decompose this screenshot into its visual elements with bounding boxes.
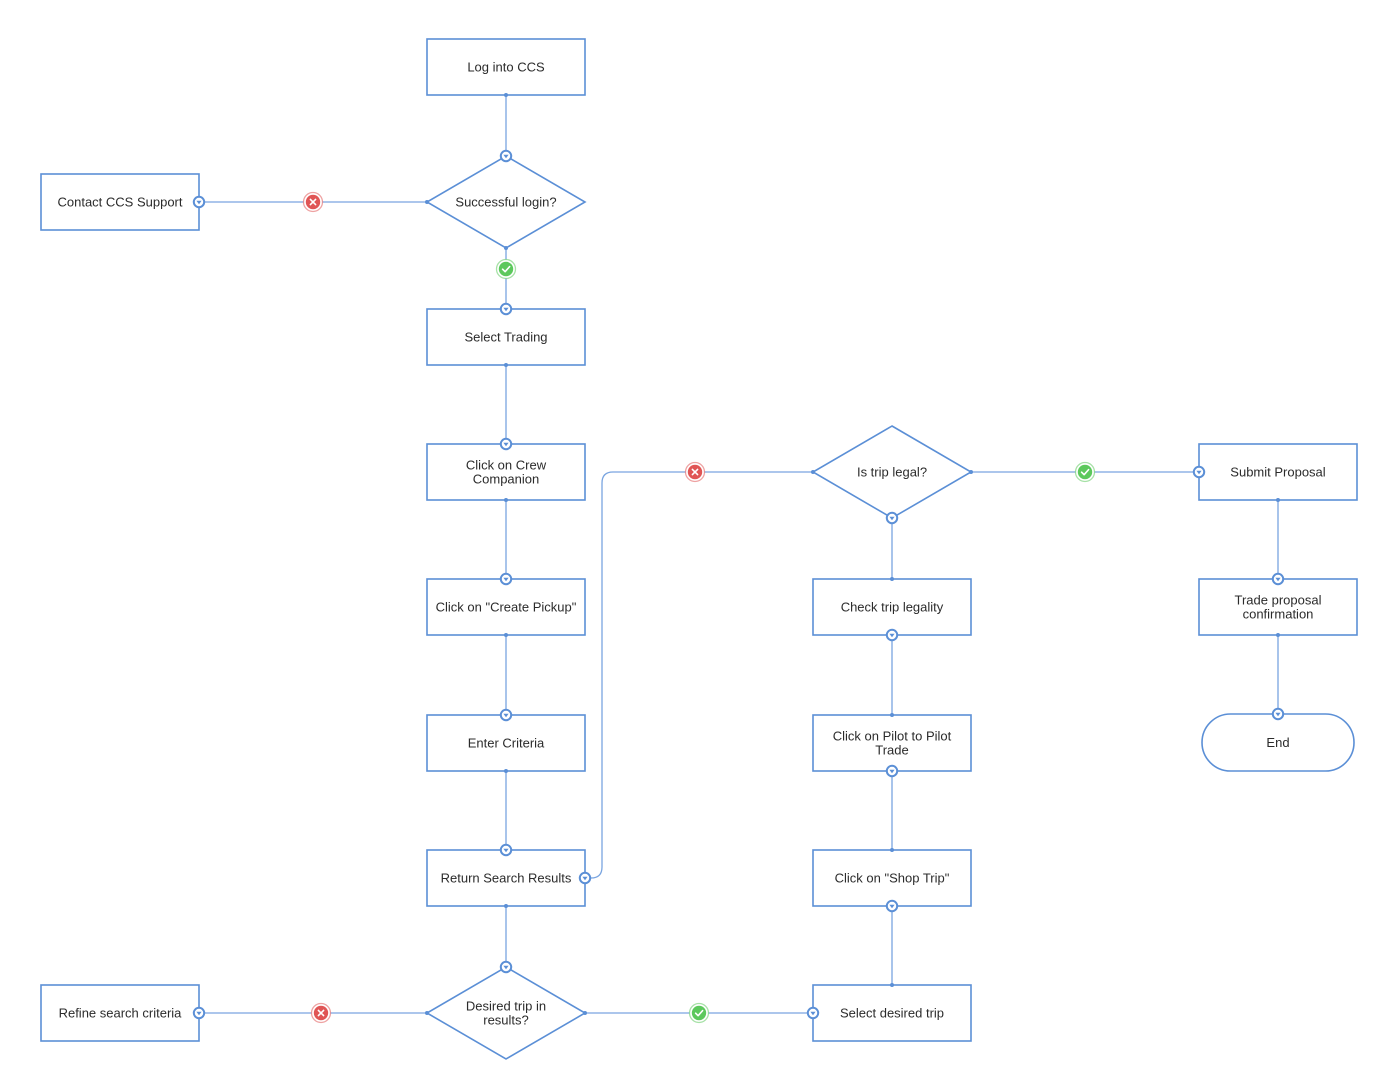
node-check-legality[interactable]: Check trip legality — [812, 578, 972, 636]
node-refine-search[interactable]: Refine search criteria — [40, 984, 200, 1042]
node-enter-criteria[interactable]: Enter Criteria — [426, 714, 586, 772]
node-layer: Log into CCS Successful login? Contact CCS… — [40, 38, 1358, 1060]
process-box — [812, 578, 972, 636]
node-label: Click on Pilot to Pilot — [833, 729, 952, 744]
connection-port-contact-support[interactable] — [192, 195, 206, 209]
connection-point — [425, 1011, 429, 1015]
node-contact-support[interactable]: Contact CCS Support — [40, 173, 200, 231]
no-cross-icon[interactable] — [302, 191, 324, 213]
connection-point — [583, 1011, 587, 1015]
connection-point — [811, 470, 815, 474]
node-end[interactable]: End — [1201, 713, 1355, 772]
edge-is-trip-legal-to-return-search-results — [585, 471, 813, 879]
connection-port-trade-confirmation[interactable] — [1271, 572, 1285, 586]
connection-port-successful-login[interactable] — [499, 149, 513, 163]
no-cross-icon[interactable] — [684, 461, 706, 483]
node-label: Click on Crew — [466, 458, 547, 473]
connection-port-select-desired-trip[interactable] — [806, 1006, 820, 1020]
connection-point — [890, 983, 894, 987]
node-label: Click on "Shop Trip" — [835, 871, 950, 886]
yes-check-icon[interactable] — [1074, 461, 1096, 483]
connection-point — [969, 470, 973, 474]
node-click-shop-trip[interactable]: Click on "Shop Trip" — [812, 849, 972, 907]
node-click-create-pickup[interactable]: Click on "Create Pickup" — [426, 578, 586, 636]
connection-port-desired-trip[interactable] — [499, 960, 513, 974]
node-label: Refine search criteria — [59, 1006, 183, 1021]
connection-point — [504, 498, 508, 502]
edge-layer — [199, 95, 1279, 1014]
process-box — [426, 38, 586, 96]
connection-point — [890, 848, 894, 852]
process-box — [812, 714, 972, 772]
node-label: End — [1266, 735, 1289, 750]
node-label: Is trip legal? — [857, 465, 927, 480]
node-label: results? — [483, 1013, 529, 1028]
connection-port-enter-criteria[interactable] — [499, 708, 513, 722]
connection-point — [504, 633, 508, 637]
connection-port-end[interactable] — [1271, 707, 1285, 721]
connection-port-click-pilot-trade[interactable] — [885, 764, 899, 778]
yes-check-icon[interactable] — [495, 258, 517, 280]
connection-point — [1276, 633, 1280, 637]
node-successful-login[interactable]: Successful login? — [425, 155, 587, 249]
connection-point — [1276, 498, 1280, 502]
node-label: Check trip legality — [841, 600, 944, 615]
node-label: Select desired trip — [840, 1006, 944, 1021]
connection-point — [504, 769, 508, 773]
connection-port-select-trading[interactable] — [499, 302, 513, 316]
node-label: Companion — [473, 472, 540, 487]
process-box — [426, 308, 586, 366]
connection-point — [504, 904, 508, 908]
node-label: Select Trading — [464, 330, 547, 345]
node-label: Trade — [875, 743, 908, 758]
node-label: Click on "Create Pickup" — [436, 600, 577, 615]
connection-port-check-legality[interactable] — [885, 628, 899, 642]
connection-point — [425, 200, 429, 204]
node-is-trip-legal[interactable]: Is trip legal? — [811, 425, 973, 519]
connection-point — [504, 363, 508, 367]
node-label: Log into CCS — [467, 60, 545, 75]
connection-port-return-search-results[interactable] — [578, 871, 592, 885]
connection-port-click-crew-companion[interactable] — [499, 437, 513, 451]
decision-diamond — [425, 966, 587, 1060]
connection-point — [890, 577, 894, 581]
process-box — [426, 849, 586, 907]
process-box — [1198, 578, 1358, 636]
node-label: Return Search Results — [441, 871, 572, 886]
node-label: confirmation — [1243, 607, 1314, 622]
node-label: Desired trip in — [466, 999, 546, 1014]
node-label: Enter Criteria — [468, 736, 545, 751]
connection-port-click-shop-trip[interactable] — [885, 899, 899, 913]
connection-port-click-create-pickup[interactable] — [499, 572, 513, 586]
process-box — [1198, 443, 1358, 501]
process-box — [812, 849, 972, 907]
node-label: Contact CCS Support — [57, 195, 182, 210]
node-select-trading[interactable]: Select Trading — [426, 308, 586, 366]
no-cross-icon[interactable] — [310, 1002, 332, 1024]
yes-check-icon[interactable] — [688, 1002, 710, 1024]
node-label: Submit Proposal — [1230, 465, 1325, 480]
connection-port-submit-proposal[interactable] — [1192, 465, 1206, 479]
connection-point — [504, 93, 508, 97]
process-box — [40, 173, 200, 231]
node-submit-proposal[interactable]: Submit Proposal — [1198, 443, 1358, 501]
node-log-into-ccs[interactable]: Log into CCS — [426, 38, 586, 96]
connection-port-refine-search[interactable] — [192, 1006, 206, 1020]
marker-layer — [192, 93, 1285, 1024]
connection-port-return-search-results[interactable] — [499, 843, 513, 857]
node-select-desired-trip[interactable]: Select desired trip — [812, 984, 972, 1042]
node-label: Trade proposal — [1235, 593, 1322, 608]
connection-point — [504, 246, 508, 250]
node-label: Successful login? — [455, 195, 556, 210]
connection-port-is-trip-legal[interactable] — [885, 511, 899, 525]
connection-point — [890, 713, 894, 717]
node-return-search-results[interactable]: Return Search Results — [426, 849, 586, 907]
